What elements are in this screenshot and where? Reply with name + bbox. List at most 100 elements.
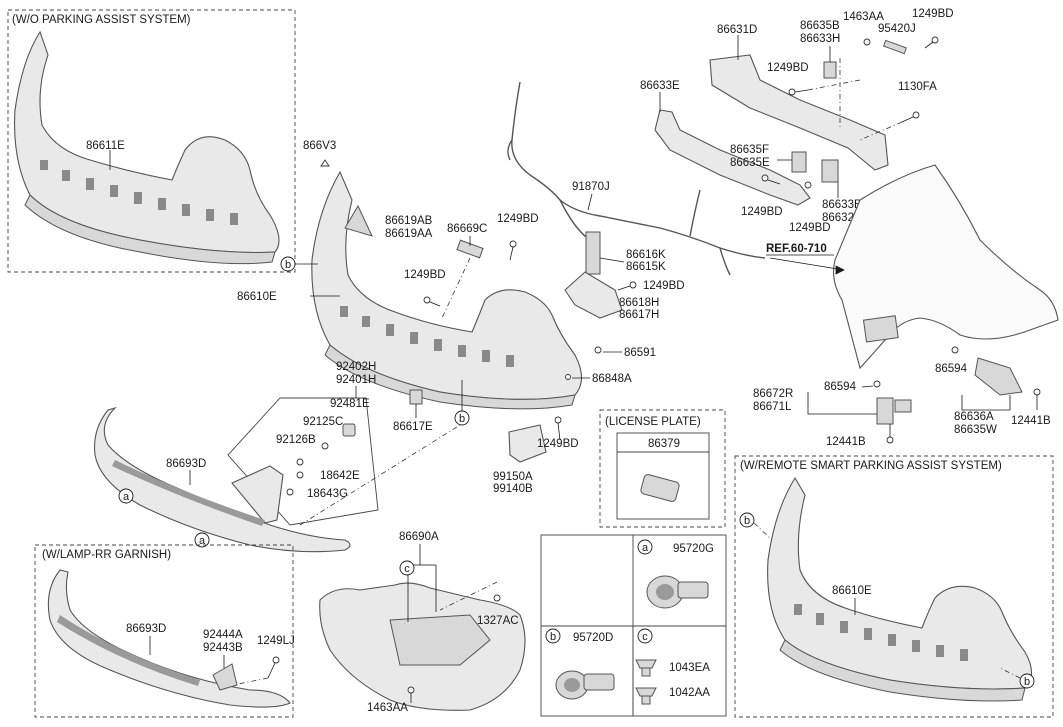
label-86693D-a: 86693D (166, 458, 206, 470)
lamp-86379[interactable] (640, 474, 680, 503)
bolt-12441B-a[interactable] (886, 424, 894, 444)
label-12441B-b: 12441B (1011, 415, 1051, 427)
clip-1463AA-bottom[interactable] (407, 686, 415, 694)
label-86690A: 86690A (399, 531, 439, 543)
under-cover-86690A[interactable] (319, 582, 526, 711)
lamp-garnish-box (34, 544, 294, 718)
clip-866V3[interactable] (320, 159, 330, 167)
label-86379: 86379 (648, 438, 680, 450)
bracket-95420J[interactable] (882, 39, 908, 55)
label-1327AC: 1327AC (477, 615, 519, 627)
bulb-92125C[interactable] (321, 442, 329, 450)
bolt-1249BD-g[interactable] (761, 174, 781, 185)
bracket-86672R-arm[interactable] (894, 399, 912, 413)
rear-bumper-main[interactable] (311, 170, 583, 410)
beam-86631D[interactable] (709, 54, 889, 171)
bolt-1249BD-f[interactable] (788, 88, 809, 96)
label-86616K: 86616K (626, 249, 666, 261)
license-plate-box (599, 409, 726, 528)
reflector-86619[interactable] (344, 204, 373, 237)
bolt-1130FA[interactable] (901, 111, 920, 123)
bracket-86669C[interactable] (456, 239, 484, 259)
label-86631D: 86631D (717, 24, 757, 36)
label-1249BD-b: 1249BD (404, 269, 446, 281)
bracket-86672R[interactable] (876, 397, 894, 425)
bolt-1249BD-h[interactable] (804, 181, 812, 189)
label-86594-b: 86594 (935, 363, 968, 375)
license-plate-title: (LICENSE PLATE) (605, 416, 701, 428)
wo-parking-assist-box (7, 9, 296, 273)
label-1249BD-top: 1249BD (912, 8, 954, 20)
table-letter-c: c (642, 631, 648, 643)
bumper-cover-wo-pas[interactable] (14, 30, 280, 265)
label-ref-60-710: REF.60-710 (766, 243, 827, 255)
bracket-86635F[interactable] (791, 151, 807, 173)
lower-garnish-86693D[interactable] (93, 406, 351, 553)
socket-92481E[interactable] (342, 423, 356, 437)
bracket-86636A[interactable] (974, 357, 1023, 396)
table-circle-a (637, 539, 653, 555)
sensor-95720D[interactable] (555, 670, 615, 700)
ref-circle-b-4 (1019, 673, 1035, 689)
bolt-1249BD-d[interactable] (554, 416, 562, 441)
label-86635B: 86635B (800, 20, 840, 32)
label-92481E: 92481E (330, 398, 370, 410)
label-86610E-main: 86610E (237, 291, 277, 303)
bulb-18642E[interactable] (296, 471, 304, 479)
clip-86594-a[interactable] (873, 380, 881, 388)
wiring-harness-91870J[interactable] (507, 81, 766, 276)
license-plate-group: (LICENSE PLATE) 86379 (599, 409, 726, 528)
bracket-99150A[interactable] (508, 424, 547, 463)
clip-86591[interactable] (594, 346, 602, 354)
ref-circle-b-3 (739, 512, 755, 528)
lamp-garnish-title: (W/LAMP-RR GARNISH) (42, 549, 171, 561)
table-letter-b: b (550, 631, 556, 643)
clip-1327AC[interactable] (493, 594, 501, 602)
garnish-86693D-b[interactable] (47, 569, 291, 708)
sensor-callout-table: a 95720G b 95720D c 1043EA 1042AA (540, 534, 727, 717)
label-86610E-remote: 86610E (832, 585, 872, 597)
label-86615K: 86615K (626, 261, 666, 273)
bracket-86618H[interactable] (564, 271, 623, 319)
remote-spas-box (734, 455, 1054, 718)
label-86635E: 86635E (730, 157, 770, 169)
bolt-1249BD-a[interactable] (509, 240, 517, 261)
lamp-housing-92402H[interactable] (231, 465, 284, 524)
connector-86616K[interactable] (585, 231, 601, 275)
bulb-18643G[interactable] (286, 488, 294, 496)
body-panel-opening (862, 315, 899, 343)
label-95420J: 95420J (878, 23, 916, 35)
bulb-92126B[interactable] (296, 458, 304, 466)
bolt-1249BD-e[interactable] (924, 36, 939, 49)
wo-parking-assist-title: (W/O PARKING ASSIST SYSTEM) (12, 14, 191, 26)
label-1463AA-bottom: 1463AA (367, 702, 408, 714)
clip-86594-b[interactable] (951, 346, 959, 354)
label-99150A: 99150A (493, 471, 533, 483)
label-1249LJ: 1249LJ (257, 635, 295, 647)
clip-86848A[interactable] (565, 374, 571, 380)
clip-1463AA-top[interactable] (863, 38, 871, 46)
clip-1042AA[interactable] (635, 687, 657, 705)
label-86633E: 86633E (640, 80, 680, 92)
bolt-1249BD-b[interactable] (423, 296, 441, 307)
bumper-cover-remote-spas[interactable] (767, 476, 1033, 702)
label-86594-a: 86594 (824, 381, 857, 393)
bracket-86635B[interactable] (823, 61, 837, 79)
table-letter-a: a (642, 542, 649, 554)
bolt-1249BD-c[interactable] (617, 281, 637, 291)
sensor-95720G[interactable] (646, 575, 709, 609)
bolt-1249LJ[interactable] (267, 656, 280, 679)
label-99140B: 99140B (493, 483, 533, 495)
label-92126B: 92126B (276, 434, 316, 446)
label-86633H: 86633H (800, 33, 840, 45)
bolt-12441B-b[interactable] (1033, 388, 1041, 410)
lamp-92444A[interactable] (212, 663, 238, 691)
bracket-86633B[interactable] (821, 159, 839, 183)
table-95720G: 95720G (673, 543, 714, 555)
label-86693D-b: 86693D (126, 623, 166, 635)
ref-letter-b-3: b (744, 515, 750, 527)
bracket-86617E[interactable] (409, 389, 423, 405)
label-86617E: 86617E (393, 421, 433, 433)
clip-1043EA[interactable] (635, 659, 657, 677)
